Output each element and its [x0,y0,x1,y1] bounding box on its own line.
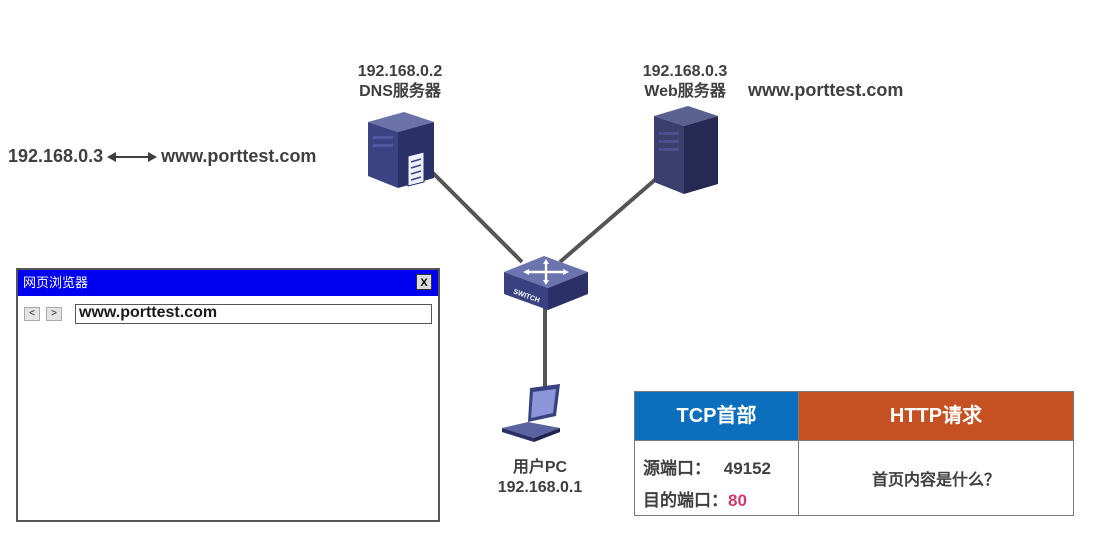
packet-table: TCP首部 HTTP请求 源端口： 49152 目的端口：80 首页内容是什么？ [634,391,1074,516]
dns-record: 192.168.0.3 www.porttest.com [8,146,316,167]
web-server-ip: 192.168.0.3 [642,63,728,80]
web-server-label: 192.168.0.3 Web服务器 [622,62,748,102]
link-dns-switch [428,168,524,264]
tcp-header-cell: TCP首部 [635,392,798,440]
user-pc-ip: 192.168.0.1 [497,479,583,496]
close-button[interactable]: X [416,274,432,290]
web-server-domain: www.porttest.com [748,80,904,100]
source-port-label: 源端口： [643,459,711,478]
dns-server-name: DNS服务器 [359,83,441,100]
user-pc-label: 用户PC 192.168.0.1 [470,458,610,498]
table-divider-vertical [798,392,799,515]
browser-navbar: < > www.porttest.com [24,304,434,324]
dns-server-ip: 192.168.0.2 [357,63,443,80]
laptop-icon [502,384,560,442]
forward-button[interactable]: > [46,307,62,321]
http-request-content: 首页内容是什么？ [871,472,1000,489]
address-bar[interactable]: www.porttest.com [75,304,432,324]
web-server-icon [654,106,718,194]
switch-icon: SWITCH [504,256,588,310]
destination-port-row: 目的端口：80 [643,486,747,511]
dns-record-ip: 192.168.0.3 [8,146,104,166]
destination-port-value: 80 [728,491,747,510]
source-port-value: 49152 [723,459,772,478]
browser-window: 网页浏览器 X < > www.porttest.com [16,268,440,522]
destination-port-label: 目的端口： [643,491,728,510]
source-port-row: 源端口： 49152 [643,454,771,479]
table-divider-horizontal [635,440,1073,441]
double-arrow-icon [107,151,158,162]
browser-titlebar[interactable]: 网页浏览器 X [18,270,438,296]
browser-title: 网页浏览器 [23,275,89,290]
dns-record-domain: www.porttest.com [161,146,317,166]
http-header-cell: HTTP请求 [799,392,1073,440]
web-server-name: Web服务器 [644,83,726,100]
dns-server-label: 192.168.0.2 DNS服务器 [335,62,465,102]
link-web-switch [558,170,666,264]
user-pc-name: 用户PC [512,459,568,476]
back-button[interactable]: < [24,307,40,321]
dns-server-icon [368,112,434,188]
